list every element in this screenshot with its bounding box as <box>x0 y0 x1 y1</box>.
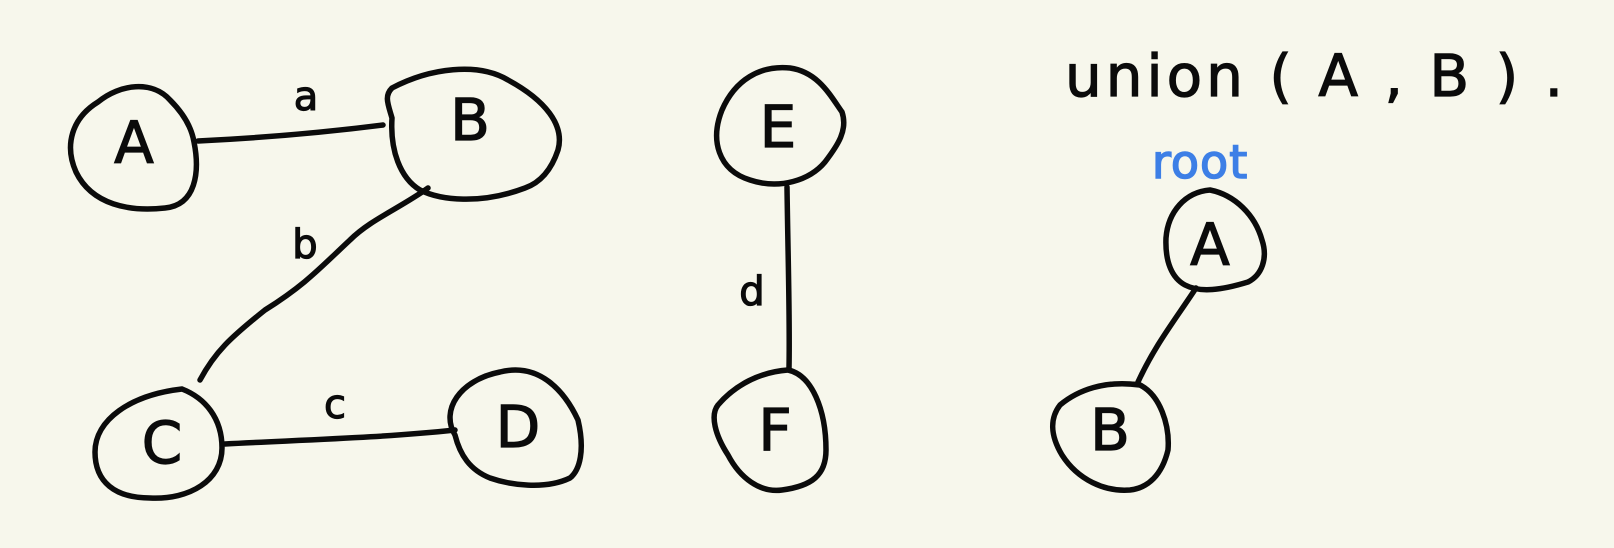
graph-node-d-label: D <box>496 393 541 461</box>
tree-node-a-label: A <box>1190 211 1230 279</box>
tree-node-b-label: B <box>1090 396 1130 464</box>
graph-node-b-circle <box>384 66 562 202</box>
graph-node-e-label: E <box>760 93 797 161</box>
root-marker-label: root <box>1152 135 1248 189</box>
operation-caption: union ( A , B ) . <box>1065 42 1567 110</box>
edge-c-line <box>222 427 458 447</box>
edge-a-label: a <box>294 74 319 120</box>
graph-node-a: A <box>67 84 200 212</box>
graph-node-e-circle <box>713 64 847 187</box>
graph-node-c-label: C <box>142 409 183 477</box>
graph-node-a-circle <box>67 84 200 212</box>
tree-edge-a-b <box>1135 285 1199 385</box>
edge-b-label: b <box>292 222 317 268</box>
graph-node-d-circle <box>447 367 585 488</box>
tree-node-a-root: A <box>1163 187 1268 293</box>
graph-node-e: E <box>713 64 847 187</box>
graph-node-c: C <box>92 386 225 501</box>
graph-node-b: B <box>384 66 562 202</box>
edge-b-line <box>197 185 431 383</box>
edge-d-line <box>784 184 793 371</box>
graph-node-d: D <box>447 367 585 488</box>
edge-d-label: d <box>739 269 764 315</box>
graph-node-f-label: F <box>758 396 791 464</box>
tree-node-b-child: B <box>1050 380 1171 493</box>
tree-node-b-circle <box>1050 380 1171 493</box>
graph-node-a-label: A <box>114 109 154 177</box>
edge-c-label: c <box>324 382 346 428</box>
graph-node-f: F <box>711 367 829 494</box>
edge-a-line <box>195 122 386 144</box>
tree-node-a-circle <box>1163 187 1268 293</box>
graph-node-f-circle <box>711 367 829 494</box>
graph-node-b-label: B <box>450 86 490 154</box>
graph-node-c-circle <box>92 386 225 501</box>
